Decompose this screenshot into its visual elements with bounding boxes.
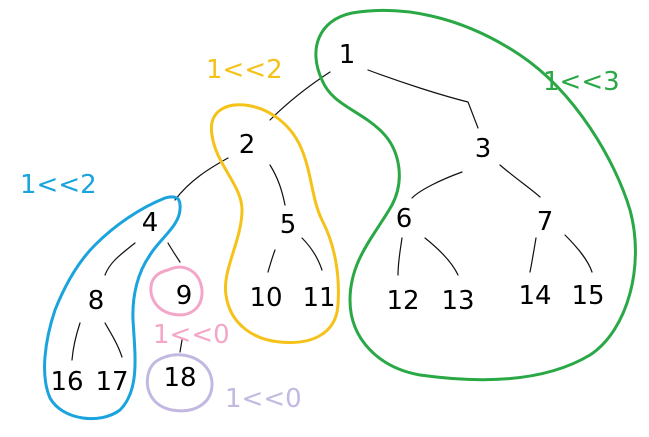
edge-2-5 (269, 164, 286, 206)
annotation-lavender: 1<<0 (225, 384, 302, 414)
green-group-outline (314, 8, 637, 382)
node-2: 2 (239, 130, 256, 160)
edge-3-6 (411, 171, 463, 199)
node-10: 10 (249, 283, 282, 313)
node-16: 16 (50, 367, 83, 397)
lavender-group-outline (145, 353, 214, 413)
node-1: 1 (339, 40, 356, 70)
node-13: 13 (441, 286, 474, 316)
tree-edges (71, 69, 593, 361)
node-12: 12 (386, 286, 419, 316)
node-9: 9 (176, 281, 193, 311)
node-17: 17 (95, 367, 128, 397)
tree-nodes: 1 2 3 4 5 6 7 8 9 10 11 12 13 14 15 16 1… (50, 40, 604, 397)
node-4: 4 (142, 208, 159, 238)
pink-group-outline (149, 265, 204, 317)
node-7: 7 (537, 207, 554, 237)
annotations: 1<<3 1<<2 1<<2 1<<0 1<<0 (20, 55, 620, 414)
node-18: 18 (163, 363, 196, 393)
edge-8-17 (104, 322, 123, 358)
yellow-group-outline (209, 103, 340, 345)
edge-4-8 (104, 242, 136, 276)
edge-1-3 (367, 69, 479, 129)
edge-9-18 (179, 339, 183, 353)
annotation-pink: 1<<0 (153, 320, 230, 350)
annotation-blue: 1<<2 (20, 170, 97, 200)
edge-2-4 (174, 157, 229, 201)
edge-6-13 (424, 237, 459, 276)
node-3: 3 (475, 134, 492, 164)
node-15: 15 (571, 281, 604, 311)
edge-7-15 (564, 234, 593, 273)
edge-6-12 (397, 237, 403, 276)
edge-1-2 (269, 71, 331, 121)
edge-5-11 (301, 237, 323, 271)
node-11: 11 (302, 283, 335, 313)
node-14: 14 (518, 281, 551, 311)
annotation-green: 1<<3 (543, 67, 620, 97)
node-8: 8 (88, 286, 105, 316)
edge-3-7 (499, 164, 541, 198)
node-5: 5 (280, 210, 297, 240)
edge-4-9 (167, 242, 181, 263)
node-6: 6 (396, 204, 413, 234)
annotation-yellow: 1<<2 (206, 55, 283, 85)
edge-7-14 (529, 237, 537, 273)
blue-group-outline (43, 195, 182, 421)
edge-5-10 (267, 249, 276, 273)
edge-8-16 (71, 322, 81, 361)
